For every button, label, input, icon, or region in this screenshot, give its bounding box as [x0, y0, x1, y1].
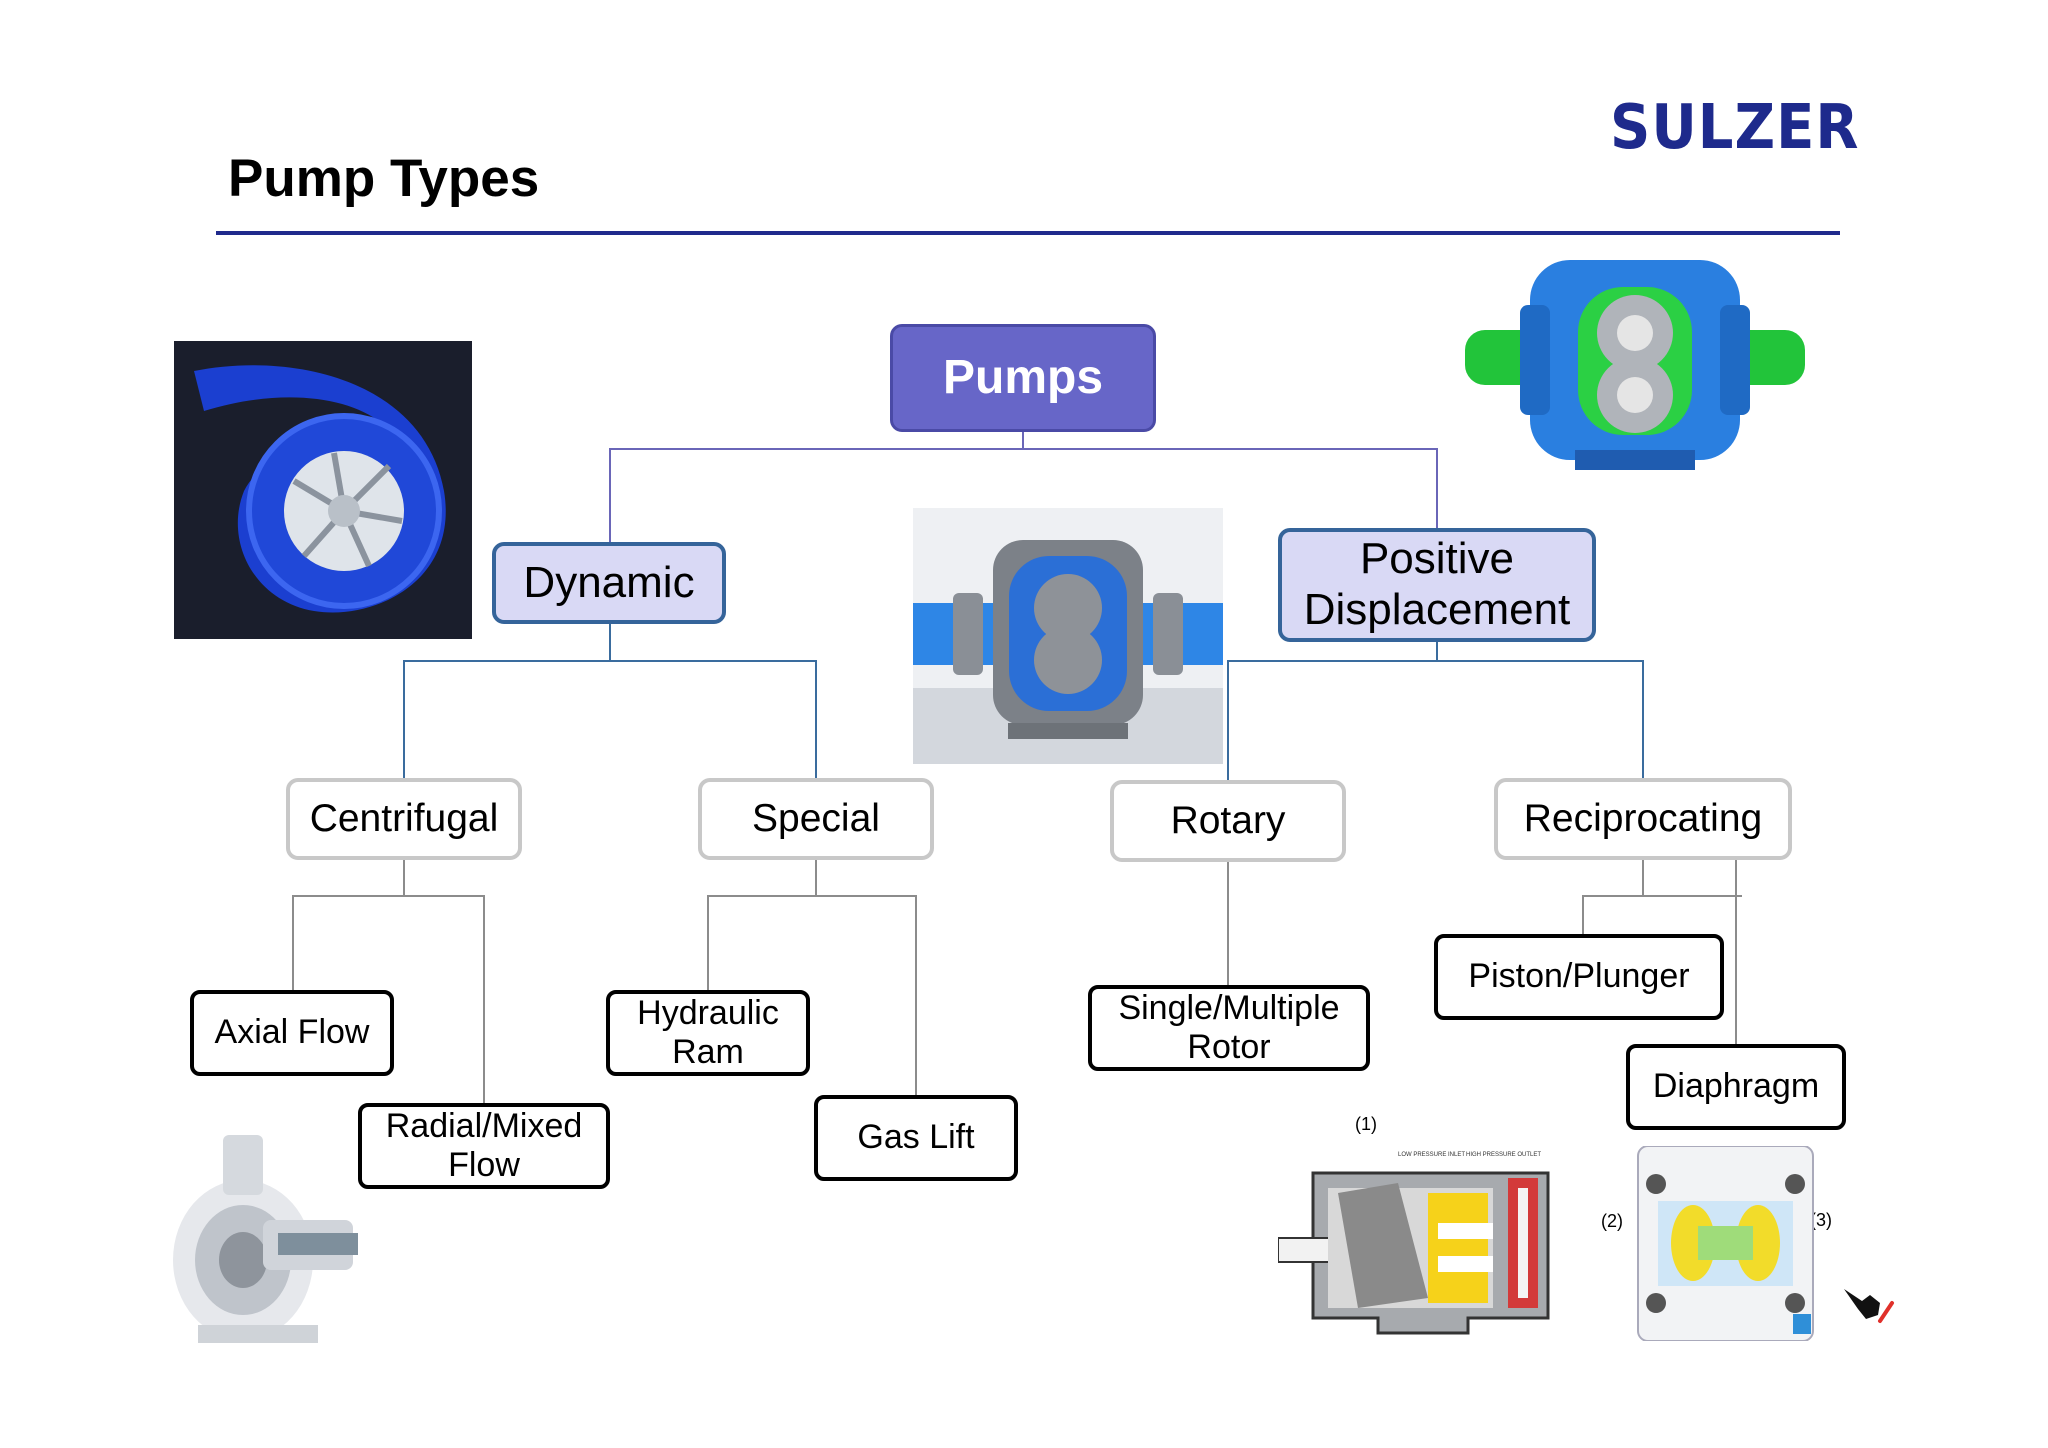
- node-gas-lift: Gas Lift: [814, 1095, 1018, 1181]
- lobe-pump-cutaway-image: [913, 508, 1223, 764]
- diaphragm-pump-section-image: [1637, 1146, 1814, 1341]
- pointer-hand-icon: [1844, 1289, 1894, 1323]
- title-rule: [216, 231, 1840, 235]
- rotary-lobe-pump-image: [1465, 260, 1805, 470]
- node-axial-flow: Axial Flow: [190, 990, 394, 1076]
- figure-label-3: (3): [1810, 1210, 1832, 1230]
- figure-label-2: (2): [1601, 1211, 1623, 1231]
- figure-label-1: (1): [1355, 1114, 1377, 1134]
- sulzer-logo: SULZER: [1610, 92, 1860, 164]
- node-pumps: Pumps: [890, 324, 1156, 432]
- impeller-volute-image: [174, 341, 472, 639]
- node-reciprocating: Reciprocating: [1494, 778, 1792, 860]
- low-pressure-inlet-label: LOW PRESSURE INLET: [1398, 1152, 1465, 1158]
- node-rotary: Rotary: [1110, 780, 1346, 862]
- high-pressure-outlet-label: HIGH PRESSURE OUTLET: [1466, 1152, 1541, 1158]
- node-piston-plunger: Piston/Plunger: [1434, 934, 1724, 1020]
- page-title: Pump Types: [228, 149, 540, 208]
- centrifugal-pump-image: [173, 1135, 358, 1343]
- node-centrifugal: Centrifugal: [286, 778, 522, 860]
- node-dynamic: Dynamic: [492, 542, 726, 624]
- node-hydraulic-ram: Hydraulic Ram: [606, 990, 810, 1076]
- piston-pump-section-image: LOW PRESSURE INLET HIGH PRESSURE OUTLET: [1278, 1152, 1550, 1335]
- node-positive-displacement: Positive Displacement: [1278, 528, 1596, 642]
- node-diaphragm: Diaphragm: [1626, 1044, 1846, 1130]
- node-single-multiple-rotor: Single/Multiple Rotor: [1088, 985, 1370, 1071]
- node-radial-mixed-flow: Radial/Mixed Flow: [358, 1103, 610, 1189]
- node-special: Special: [698, 778, 934, 860]
